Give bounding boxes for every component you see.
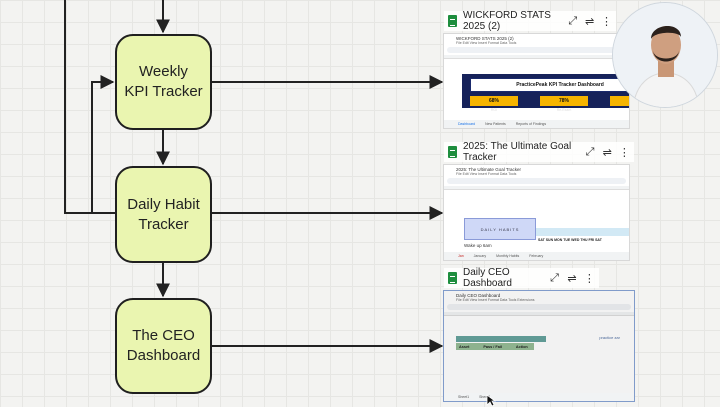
mini-menu-bar: File Edit View Insert Format Data Tools xyxy=(456,172,517,176)
more-options-icon[interactable]: ⋮ xyxy=(600,15,612,28)
google-sheets-icon xyxy=(448,146,457,158)
settings-sliders-icon[interactable]: ⇌ xyxy=(602,146,612,159)
dashboard-banner: PracticePeak KPI Tracker Dashboard xyxy=(470,78,629,92)
loop-daily-to-weekly xyxy=(91,75,115,214)
card-header-wickford: WICKFORD STATS 2025 (2) ⤢ ⇌ ⋮ xyxy=(444,10,616,32)
stat-label-roi: ROI xyxy=(490,108,498,112)
column-header: Action xyxy=(515,344,528,349)
stat-value-reexam: 78% xyxy=(540,96,588,106)
embed-ceo-dashboard[interactable]: Daily CEO Dashboard File Edit View Inser… xyxy=(443,290,635,402)
table-header-row: Asset Pass / Fail Action xyxy=(456,343,534,350)
mini-menu-bar: File Edit View Insert Format Data Tools … xyxy=(456,298,535,302)
mini-column-headers xyxy=(444,55,629,59)
mini-doc-title: Daily CEO Dashboard xyxy=(456,293,501,298)
sheet-tab[interactable]: January xyxy=(473,254,487,258)
loop-left-line xyxy=(64,0,115,214)
sheet-tab[interactable]: Jan xyxy=(458,254,464,258)
node-ceo-line1: The CEO xyxy=(132,327,195,344)
google-sheets-icon xyxy=(448,272,457,284)
sheet-tab[interactable]: February xyxy=(529,254,544,258)
sheet-tab[interactable]: Sheet2 xyxy=(479,395,491,399)
expand-icon[interactable]: ⤢ xyxy=(550,271,559,284)
mini-toolbar xyxy=(447,178,626,184)
card-header-ceo-dashboard: Daily CEO Dashboard ⤢ ⇌ ⋮ xyxy=(444,267,599,289)
embed-wickford-stats[interactable]: WICKFORD STATS 2025 (2) File Edit View I… xyxy=(444,34,629,128)
stat-label-reexam: Re-Exam xyxy=(556,108,572,112)
daily-habits-band: DAILY HABITS xyxy=(464,218,536,240)
sheet-tab[interactable]: Dashboard xyxy=(458,122,476,126)
card-title: 2025: The Ultimate Goal Tracker xyxy=(463,141,572,163)
sheet-tabs: Jan January Monthly Habits February xyxy=(444,252,629,260)
mini-column-headers xyxy=(444,312,634,316)
column-header: Pass / Fail xyxy=(483,344,502,349)
stat-value-partial xyxy=(610,96,629,106)
node-weekly-line2: KPI Tracker xyxy=(124,83,203,100)
settings-sliders-icon[interactable]: ⇌ xyxy=(584,15,595,28)
more-options-icon[interactable]: ⋮ xyxy=(583,272,595,285)
expand-icon[interactable]: ⤢ xyxy=(568,14,578,27)
node-ceo-line2: Dashboard xyxy=(126,347,201,364)
brand-text: practice zar xyxy=(599,335,620,340)
habit-label: Wake up 6am xyxy=(464,243,492,248)
embed-goal-tracker[interactable]: 2025: The Ultimate Goal Tracker File Edi… xyxy=(444,165,629,260)
mini-doc-title: 2025: The Ultimate Goal Tracker xyxy=(456,167,521,172)
sheet-tab[interactable]: New Patients xyxy=(485,122,506,126)
presenter-avatar xyxy=(613,3,717,107)
card-title: WICKFORD STATS 2025 (2) xyxy=(463,10,551,32)
node-ceo-dashboard[interactable]: The CEO Dashboard xyxy=(115,298,212,394)
node-daily-line2: Tracker xyxy=(138,215,189,233)
sheet-tab[interactable]: Reports of Findings xyxy=(515,122,547,126)
mini-column-headers xyxy=(444,186,629,190)
sheet-tab[interactable]: Monthly Habits xyxy=(496,254,520,258)
mini-toolbar xyxy=(447,304,631,310)
sheet-tab[interactable]: Sheet1 xyxy=(458,395,470,399)
selection-overlay xyxy=(444,291,634,401)
card-header-goal-tracker: 2025: The Ultimate Goal Tracker ⤢ ⇌ ⋮ xyxy=(444,141,634,163)
settings-sliders-icon[interactable]: ⇌ xyxy=(567,272,577,285)
teal-header-band xyxy=(456,336,546,342)
more-options-icon[interactable]: ⋮ xyxy=(618,146,630,159)
weekday-row: SAT SUN MON TUE WED THU FRI SAT xyxy=(538,238,602,242)
sheet-tabs: Dashboard New Patients Reports of Findin… xyxy=(444,120,629,128)
node-weekly-kpi-tracker[interactable]: Weekly KPI Tracker xyxy=(115,34,212,130)
sheet-tabs: Sheet1 Sheet2 xyxy=(444,393,634,401)
node-daily-habit-tracker[interactable]: Daily Habit Tracker xyxy=(115,166,212,263)
mini-toolbar xyxy=(447,47,626,53)
webcam-overlay xyxy=(612,2,718,108)
mini-menu-bar: File Edit View Insert Format Data Tools xyxy=(456,41,517,45)
card-title: Daily CEO Dashboard xyxy=(463,267,512,289)
mouse-cursor-icon xyxy=(486,394,496,407)
stat-value-roi: 68% xyxy=(470,96,518,106)
expand-icon[interactable]: ⤢ xyxy=(585,145,595,158)
node-weekly-line1: Weekly xyxy=(139,63,188,80)
mini-doc-title: WICKFORD STATS 2025 (2) xyxy=(456,36,514,41)
column-header: Asset xyxy=(459,344,470,349)
node-daily-line1: Daily Habit xyxy=(127,195,200,213)
google-sheets-icon xyxy=(448,15,457,27)
week-band xyxy=(536,228,629,236)
